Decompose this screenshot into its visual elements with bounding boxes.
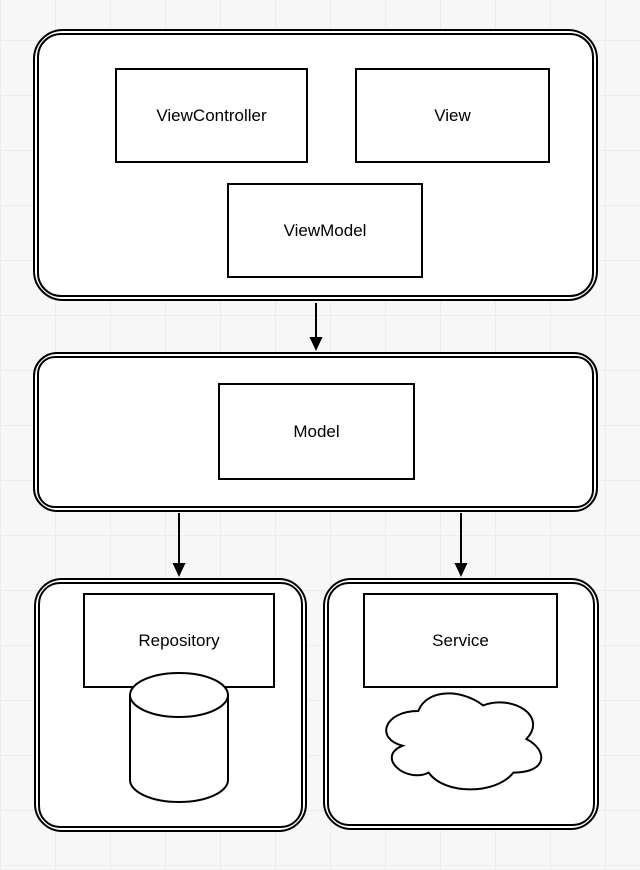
arrow-model-to-repository	[172, 513, 186, 577]
arrow-presentation-to-model	[309, 303, 323, 351]
cloud-icon	[373, 681, 550, 802]
viewcontroller-node: ViewController	[115, 68, 308, 163]
model-label: Model	[293, 421, 340, 441]
viewmodel-node: ViewModel	[227, 183, 423, 278]
arrow-model-to-service	[454, 513, 468, 577]
database-cylinder-icon	[128, 671, 230, 810]
viewmodel-label: ViewModel	[283, 220, 367, 240]
view-label: View	[434, 105, 471, 125]
repository-label: Repository	[138, 630, 220, 650]
viewcontroller-label: ViewController	[156, 105, 267, 125]
model-node: Model	[218, 383, 415, 480]
model-layer-container	[33, 352, 598, 512]
view-node: View	[355, 68, 550, 163]
service-node: Service	[363, 593, 558, 688]
service-label: Service	[432, 630, 489, 650]
